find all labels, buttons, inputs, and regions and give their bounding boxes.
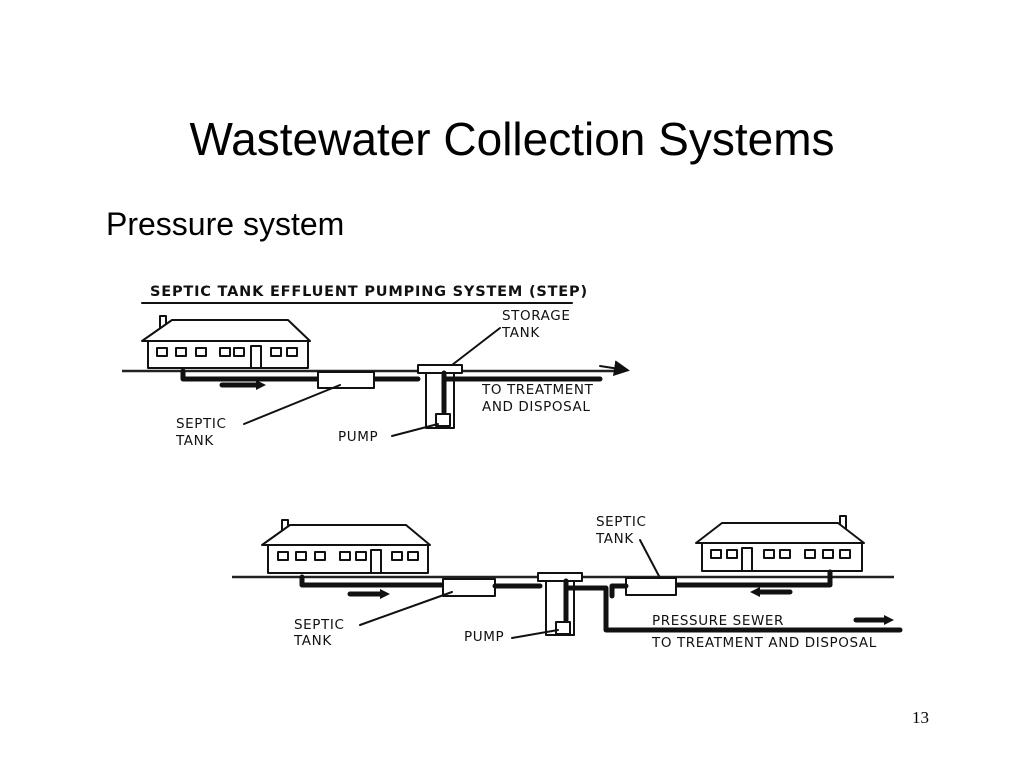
pump-chamber	[537, 572, 903, 636]
septic-tank-leader	[639, 539, 661, 579]
pump-leader	[391, 423, 439, 437]
pump-label: PUMP	[464, 629, 504, 645]
septic-tank-label: TANK	[175, 433, 214, 449]
pressure-sewer-label: PRESSURE SEWER	[652, 613, 784, 629]
house-icon	[261, 519, 431, 574]
septic-tank	[317, 371, 375, 389]
step-diagram: SEPTIC TANK EFFLUENT PUMPING SYSTEM (STE…	[122, 284, 630, 449]
treatment-label: AND DISPOSAL	[482, 399, 591, 415]
flow-arrow-head	[256, 380, 266, 390]
septic-tank-label: SEPTIC	[176, 416, 227, 432]
storage-tank-label: TANK	[501, 325, 540, 341]
house-icon	[141, 315, 311, 369]
septic-tank-leader	[359, 591, 453, 626]
storage-tank-leader	[451, 327, 501, 366]
septic-tank-label: SEPTIC	[596, 514, 647, 530]
septic-tank	[625, 577, 677, 596]
page-number: 13	[912, 708, 929, 727]
septic-tank-leader	[243, 384, 341, 425]
treatment-label: TO TREATMENT	[481, 382, 594, 398]
house-icon	[695, 515, 865, 572]
house-lateral-pipe	[299, 574, 446, 588]
step-title: SEPTIC TANK EFFLUENT PUMPING SYSTEM (STE…	[150, 284, 588, 300]
slide-title: Wastewater Collection Systems	[189, 113, 835, 165]
house-lateral-pipe	[673, 569, 833, 588]
house-lateral-pipe	[180, 368, 321, 382]
storage-tank-label: STORAGE	[502, 308, 570, 324]
septic-tank-label: TANK	[595, 531, 634, 547]
septic-tank-label: TANK	[293, 633, 332, 649]
storage-tank	[417, 364, 603, 429]
effluent-pipe	[609, 583, 629, 599]
flow-arrow-head	[750, 587, 760, 597]
flow-arrow	[599, 360, 630, 377]
flow-arrow-head	[380, 589, 390, 599]
septic-tank-label: SEPTIC	[294, 617, 345, 633]
pump-label: PUMP	[338, 429, 378, 445]
bullet-text: Pressure system	[106, 206, 345, 242]
pump-leader	[511, 629, 559, 639]
pressure-sewer-diagram: SEPTIC TANK SEPTIC TANK PUMP PRESSURE SE…	[232, 514, 903, 651]
treatment-label: TO TREATMENT AND DISPOSAL	[651, 635, 877, 651]
flow-arrow-head	[884, 615, 894, 625]
